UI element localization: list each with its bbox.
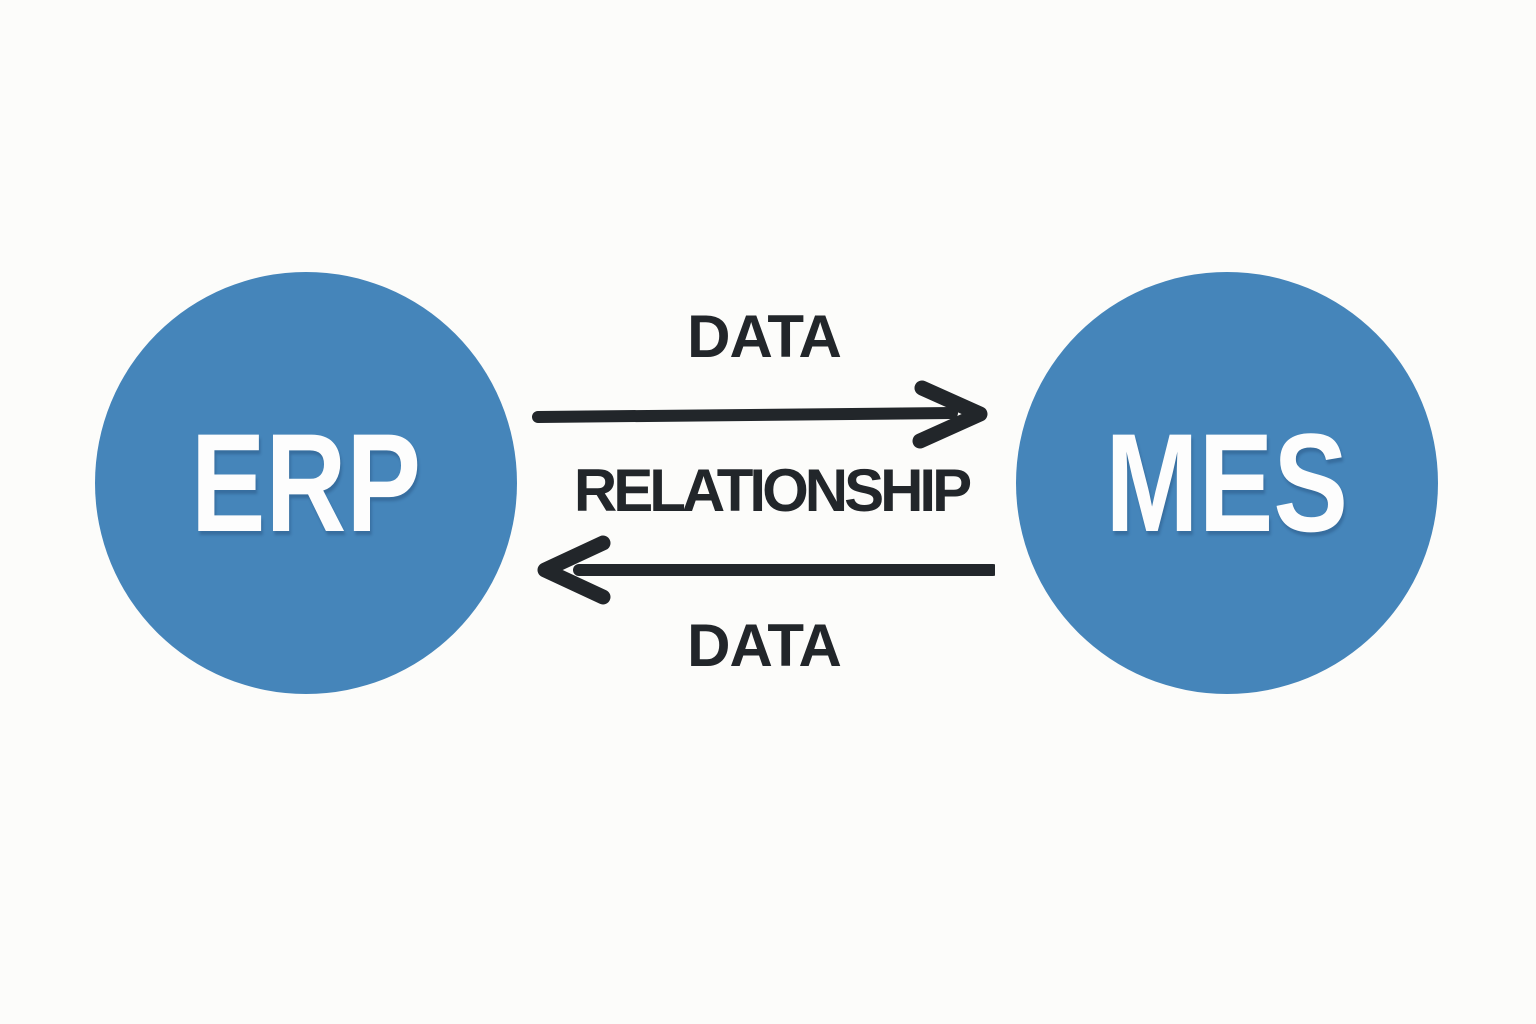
erp-node: ERP (95, 272, 517, 694)
relationship-label: RELATIONSHIP (573, 457, 972, 524)
arrow-left-icon (537, 535, 995, 605)
erp-node-label: ERP (190, 404, 422, 561)
arrow-right-icon (532, 380, 988, 449)
mes-node: MES (1016, 272, 1438, 694)
bottom-flow-label: DATA (687, 612, 842, 679)
top-flow-label: DATA (687, 303, 842, 370)
mes-node-label: MES (1105, 404, 1349, 561)
